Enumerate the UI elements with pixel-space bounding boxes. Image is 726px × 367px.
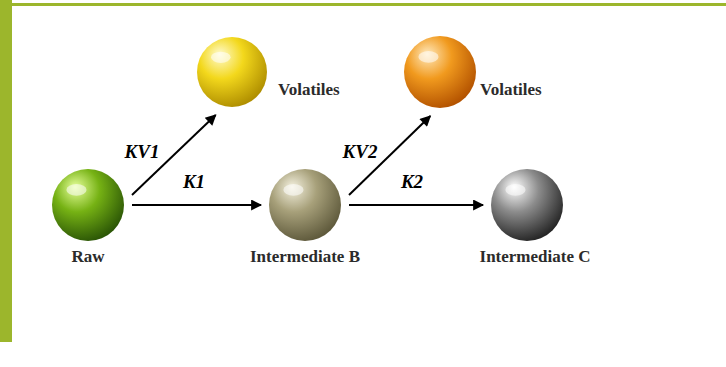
sphere — [197, 37, 267, 107]
top-rule — [0, 3, 726, 6]
node-label: Intermediate C — [480, 247, 591, 267]
rate-constant: KV2 — [341, 142, 380, 163]
sphere-highlight — [418, 51, 438, 63]
sphere-highlight — [66, 184, 86, 196]
reaction-arrow — [132, 204, 261, 206]
sphere-shape — [396, 28, 484, 116]
rate-constant: KV1 — [123, 142, 162, 163]
sphere-highlight — [505, 184, 525, 196]
sphere-shape — [44, 161, 132, 249]
sphere-shape — [189, 29, 275, 115]
sphere-shape — [261, 161, 349, 249]
side-bar — [0, 0, 12, 342]
sphere-node: Volatiles — [396, 28, 484, 116]
sphere-highlight — [283, 184, 303, 196]
sphere-node: Intermediate B — [261, 161, 349, 249]
sphere-node: Intermediate C — [483, 161, 571, 249]
node-label: Intermediate B — [250, 247, 360, 267]
reaction-arrow — [349, 204, 483, 206]
node-label: Volatiles — [480, 80, 542, 100]
rate-constant: K2 — [399, 172, 425, 193]
rate-constant: K1 — [181, 172, 207, 193]
sphere — [52, 169, 124, 241]
node-label: Volatiles — [278, 80, 340, 100]
sphere-highlight — [211, 52, 231, 63]
sphere-node: Raw — [44, 161, 132, 249]
sphere — [404, 36, 476, 108]
sphere-shape — [483, 161, 571, 249]
sphere-node: Volatiles — [189, 29, 275, 115]
sphere — [491, 169, 563, 241]
node-label: Raw — [71, 247, 104, 267]
sphere — [269, 169, 341, 241]
